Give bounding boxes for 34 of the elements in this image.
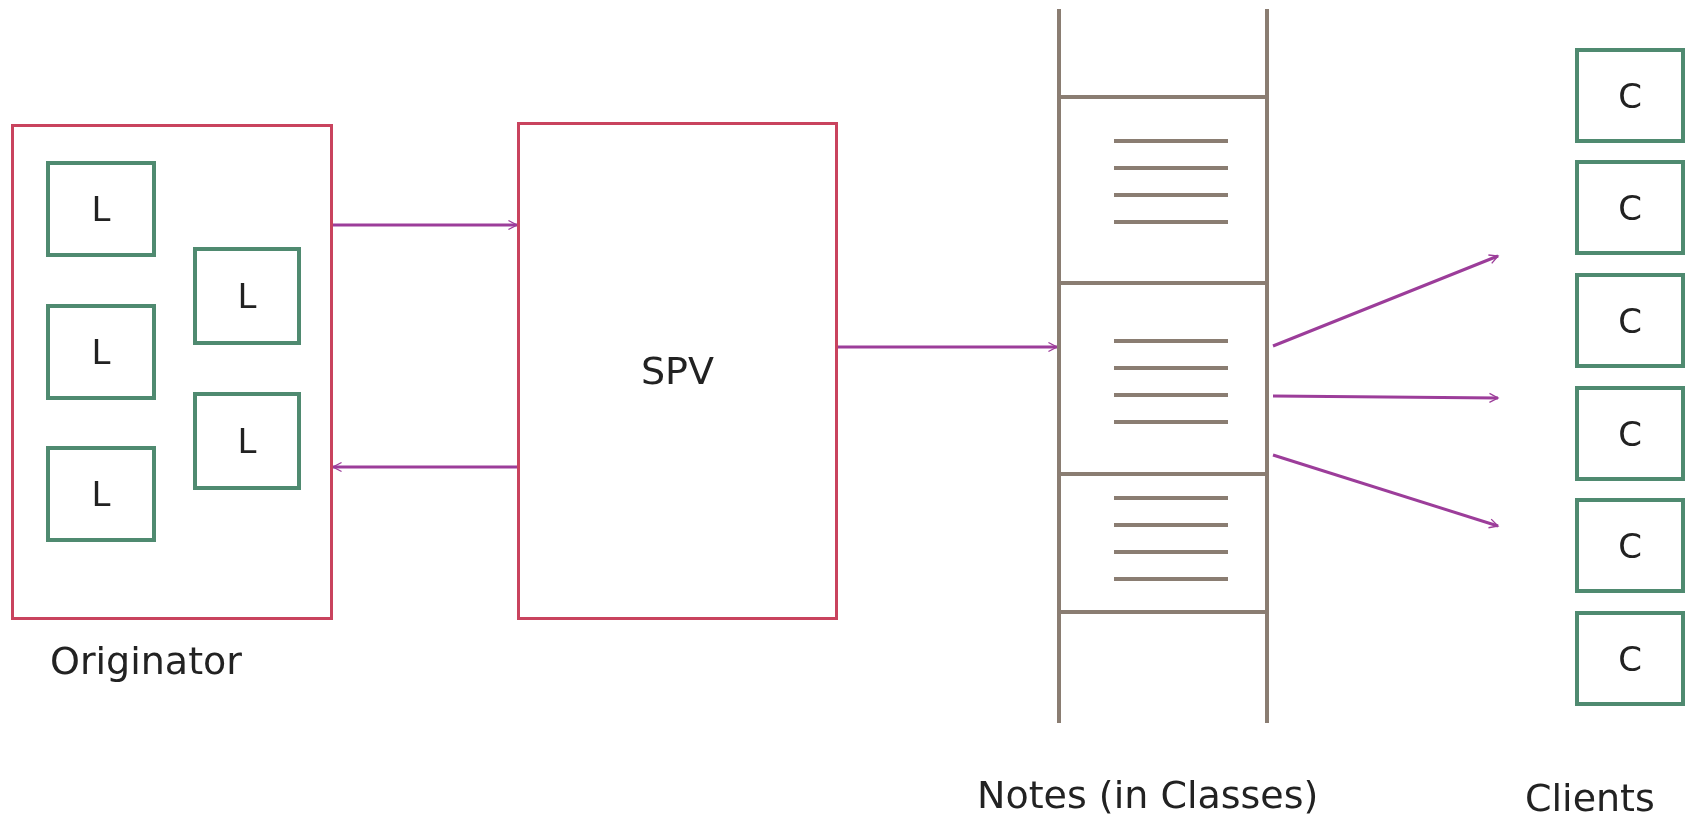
arrow [1273, 392, 1499, 404]
box-label: L [237, 421, 257, 461]
item-box [193, 247, 301, 345]
box-label: L [91, 474, 111, 514]
arrow [1272, 453, 1499, 529]
item-box [193, 392, 301, 490]
box-label: C [1618, 525, 1642, 566]
box-label: C [1618, 413, 1642, 454]
item-box [1575, 48, 1685, 143]
box-label: C [1618, 300, 1642, 341]
ladder-drawing [1057, 9, 1269, 723]
node-caption: Notes (in Classes) [977, 773, 1319, 817]
box-label: C [1618, 187, 1642, 228]
item-box [1575, 160, 1685, 255]
box-label: L [91, 189, 111, 229]
arrow [332, 461, 517, 473]
box-label: C [1618, 638, 1642, 679]
item-box [1575, 386, 1685, 481]
group-label: Originator [50, 639, 242, 683]
item-box [46, 304, 156, 400]
item-box [46, 161, 156, 257]
arrow [838, 341, 1058, 353]
item-box [46, 446, 156, 542]
arrow [1272, 254, 1499, 348]
group-label: Clients [1525, 776, 1655, 820]
item-box [1575, 273, 1685, 368]
item-box [1575, 498, 1685, 593]
box-label: SPV [641, 349, 714, 393]
item-box [1575, 611, 1685, 706]
process-box [517, 122, 838, 620]
box-label: C [1618, 75, 1642, 116]
box-label: L [237, 276, 257, 316]
box-label: L [91, 332, 111, 372]
arrow [333, 219, 518, 231]
